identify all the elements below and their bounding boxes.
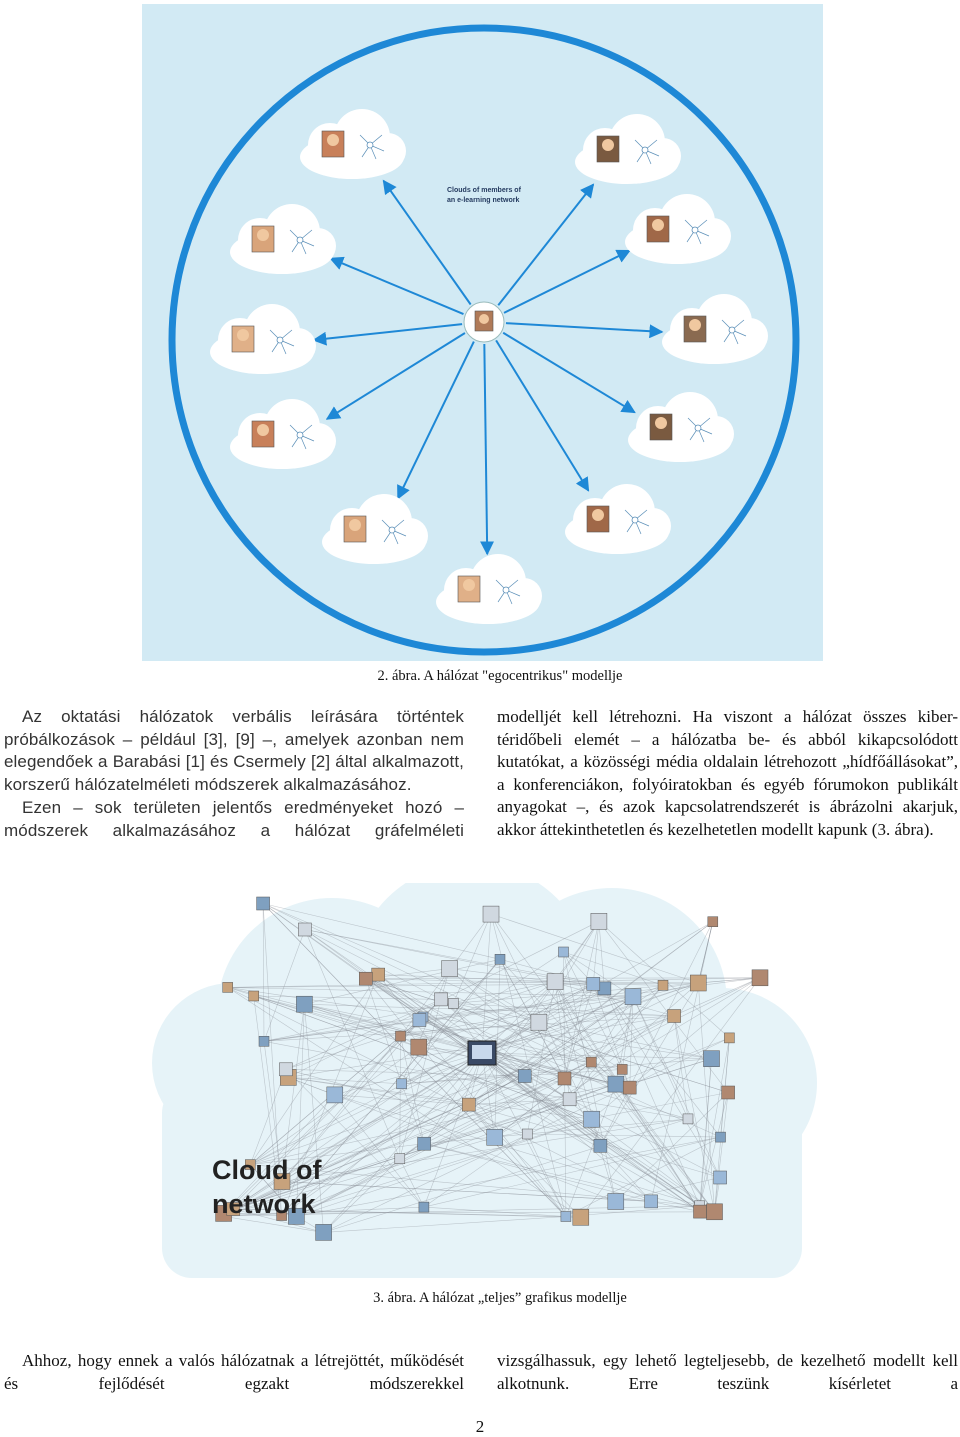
cloud-label-line1: Cloud of: [212, 1155, 322, 1185]
edge-arrow: [325, 332, 466, 420]
bottom-right-paragraph: vizsgálhassuk, egy lehető legteljesebb, …: [497, 1351, 958, 1393]
member-cloud: [628, 392, 734, 462]
edge-arrow: [382, 179, 472, 306]
network-boundary-ring: [168, 24, 800, 656]
member-cloud: [625, 194, 731, 264]
right-column: modelljét kell létrehozni. Ha viszont a …: [497, 706, 958, 841]
edge-arrow: [495, 339, 590, 492]
bottom-left-column: Ahhoz, hogy ennek a valós hálózatnak a l…: [4, 1350, 464, 1395]
page-number: 2: [475, 1417, 485, 1436]
edge-arrow: [503, 249, 631, 314]
edge-arrow: [329, 256, 464, 315]
network-nodes: [215, 896, 769, 1241]
edge-arrow: [397, 341, 475, 500]
cloud-label-line2: network: [212, 1189, 317, 1219]
member-cloud: [322, 494, 428, 564]
member-cloud: [210, 304, 316, 374]
network-edges: [221, 903, 761, 1233]
edge-arrow: [480, 343, 495, 556]
bottom-right-column: vizsgálhassuk, egy lehető legteljesebb, …: [497, 1350, 958, 1395]
edge-arrow: [312, 323, 463, 346]
member-cloud: [230, 204, 336, 274]
cloud-network-diagram: Cloud of network: [152, 883, 817, 1278]
right-paragraph-1: modelljét kell létrehozni. Ha viszont a …: [497, 707, 958, 839]
left-paragraph-2: Ezen – sok területen jelentős eredmények…: [4, 798, 464, 840]
member-cloud: [662, 294, 768, 364]
figure-2-egocentric-model: Clouds of members of an e-learning netwo…: [142, 4, 823, 661]
egocentric-network-diagram: Clouds of members of an e-learning netwo…: [168, 24, 800, 656]
edge-arrow: [505, 322, 664, 339]
member-cloud: [300, 109, 406, 179]
member-cloud: [230, 399, 336, 469]
edge-arrow: [502, 331, 636, 414]
bottom-left-paragraph: Ahhoz, hogy ennek a valós hálózatnak a l…: [4, 1351, 464, 1393]
figure-3-caption: 3. ábra. A hálózat „teljes” grafikus mod…: [373, 1290, 627, 1306]
member-cloud: [565, 484, 671, 554]
member-cloud: [436, 554, 542, 624]
left-column: Az oktatási hálózatok verbális leírására…: [4, 706, 464, 842]
figure-title-line2: an e-learning network: [447, 197, 519, 204]
arrows-layer: [312, 179, 664, 556]
left-paragraph-1: Az oktatási hálózatok verbális leírására…: [4, 707, 464, 794]
central-member-node: [463, 301, 505, 343]
member-cloud: [575, 114, 681, 184]
edge-arrow: [497, 183, 595, 306]
figure-title-line1: Clouds of members of: [447, 187, 522, 194]
clouds-layer: [210, 109, 768, 624]
figure-2-caption: 2. ábra. A hálózat "egocentrikus" modell…: [377, 668, 623, 684]
figure-3-full-network-model: Cloud of network: [142, 883, 822, 1283]
